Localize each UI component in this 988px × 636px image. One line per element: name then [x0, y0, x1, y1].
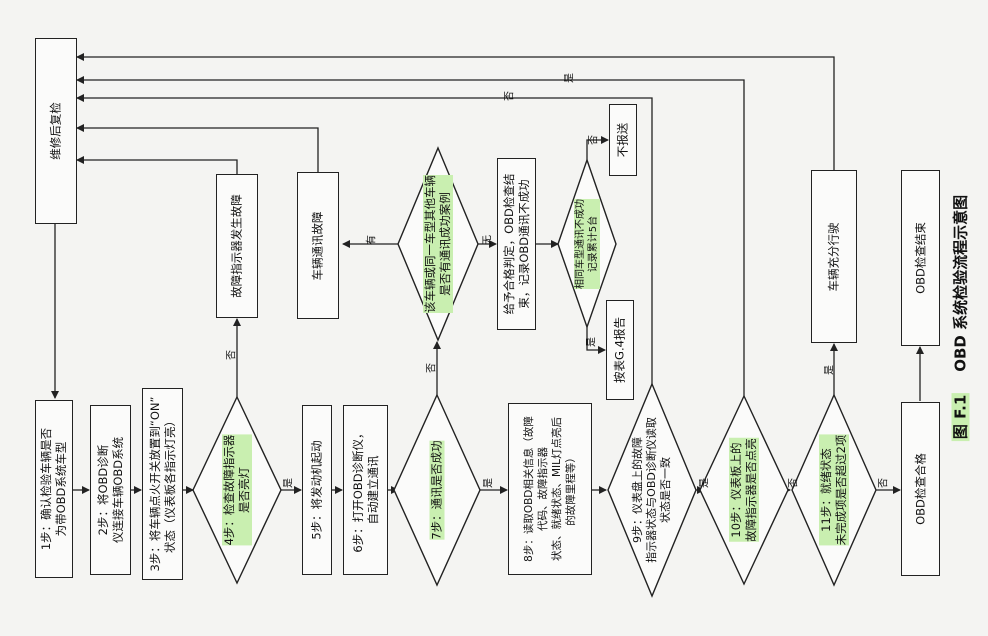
step8-line1: 8步：读取OBD相关信息（故障: [523, 416, 535, 562]
fully-run-label: 车辆充分行驶: [826, 222, 841, 291]
same-model-line2: 是否有通讯成功案例: [438, 175, 453, 313]
same-model-none-label: 无: [482, 235, 494, 245]
step10-text: 10步：仪表板上的 故障指示器是否点亮: [729, 438, 759, 542]
step11-yes-label: 是: [824, 365, 836, 375]
obd-pass-box: OBD检查合格: [901, 402, 940, 576]
step7-no-label: 否: [426, 363, 438, 373]
step8-box: 8步：读取OBD相关信息（故障 代码、故障指示器 状态、就绪状态、MIL灯点亮后…: [508, 403, 592, 575]
step4-text: 4步：检查故障指示器 是否亮灯: [222, 434, 252, 546]
step8-line4: 的故障里程等）: [565, 452, 577, 526]
step9-line2: 指示器状态与OBD诊断仪读取: [645, 417, 658, 563]
step9-line1: 9步：仪表盘上的故障: [631, 437, 644, 543]
fail-count-text: 相同车型通讯不成功 记录累计5台: [574, 199, 600, 289]
pass-record-line2: 束，记录OBD通讯不成功: [516, 179, 531, 309]
step9-text: 9步：仪表盘上的故障 指示器状态与OBD诊断仪读取 状态是否一致: [631, 417, 673, 563]
step9-line3: 状态是否一致: [659, 457, 672, 523]
obd-end-label: OBD检查结束: [913, 222, 927, 294]
pass-record-line1: 给予合格判定，OBD检查结: [501, 173, 516, 315]
step3-line1: 3步：将车辆点火开关放置到“ON”: [147, 396, 162, 572]
fail-count-line1: 相同车型通讯不成功: [574, 199, 587, 289]
step6-text: 6步：打开OBD诊断仪， 自动建立通讯: [351, 427, 381, 552]
step1-line2: 为带OBD系统车型: [54, 441, 68, 537]
step11-text: 11步：就绪状态 未完成项是否超过2项: [819, 434, 849, 546]
step6-line2: 自动建立通讯: [365, 455, 380, 525]
step6-box: 6步：打开OBD诊断仪， 自动建立通讯: [343, 405, 388, 575]
fail-count-yes-label: 是: [586, 337, 598, 347]
decision-step9-shape: [607, 382, 697, 598]
figure-caption: 图 F.1 OBD 系统检验流程示意图: [950, 194, 971, 442]
step11-line2: 未完成项是否超过2项: [834, 434, 849, 546]
report-g4-box: 按表G.4报告: [606, 300, 634, 400]
step10-line2: 故障指示器是否点亮: [744, 438, 759, 542]
step2-box: 2步：将OBD诊断 仪连接车辆OBD系统: [90, 405, 131, 575]
step4-line1: 4步：检查故障指示器: [222, 434, 237, 546]
step7-text: 7步：通讯是否成功: [429, 440, 445, 540]
step9-yes-label: 是: [699, 478, 711, 488]
same-model-text: 该车辆或同一车型其他车辆 是否有通讯成功案例: [423, 175, 453, 313]
fail-count-line2: 记录累计5台: [587, 199, 600, 289]
step10-no-label: 否: [788, 478, 800, 488]
comm-fault-box: 车辆通讯故障: [297, 172, 339, 319]
step5-box: 5步：将发动机起动: [302, 405, 332, 575]
step8-line3: 状态、就绪状态、MIL灯点亮后: [551, 416, 563, 562]
step3-text: 3步：将车辆点火开关放置到“ON” 状态（仪表板各指示灯亮）: [148, 397, 178, 572]
step8-line2: 代码、故障指示器: [537, 447, 549, 532]
step2-line1: 2步：将OBD诊断: [95, 444, 110, 536]
obd-end-box: OBD检查结束: [901, 170, 940, 346]
pass-record-box: 给予合格判定，OBD检查结 束，记录OBD通讯不成功: [497, 158, 536, 330]
report-g4-label: 按表G.4报告: [612, 317, 627, 383]
step11-no-label: 否: [878, 478, 890, 488]
step3-line2: 状态（仪表板各指示灯亮）: [162, 415, 177, 554]
figure-title: OBD 系统检验流程示意图: [951, 194, 970, 372]
step1-box: 1步：确认检验车辆是否 为带OBD系统车型: [35, 400, 73, 578]
comm-fault-label: 车辆通讯故障: [310, 211, 325, 280]
step2-text: 2步：将OBD诊断 仪连接车辆OBD系统: [96, 437, 126, 543]
same-model-have-label: 有: [366, 235, 378, 245]
figure-number: 图 F.1: [951, 392, 970, 442]
step1-text: 1步：确认检验车辆是否 为带OBD系统车型: [39, 428, 69, 550]
fully-run-box: 车辆充分行驶: [811, 170, 857, 343]
step8-text: 8步：读取OBD相关信息（故障 代码、故障指示器 状态、就绪状态、MIL灯点亮后…: [522, 416, 578, 562]
pass-record-text: 给予合格判定，OBD检查结 束，记录OBD通讯不成功: [502, 174, 532, 315]
step7-yes-label: 是: [483, 478, 495, 488]
step5-text: 5步：将发动机起动: [309, 440, 324, 540]
step7-line1: 7步：通讯是否成功: [429, 440, 445, 540]
step2-line2: 仪连接车辆OBD系统: [110, 436, 125, 544]
step1-line1: 1步：确认检验车辆是否: [39, 427, 53, 551]
step10-yes-label: 是: [564, 73, 576, 83]
obd-pass-label: OBD检查合格: [913, 453, 927, 525]
no-report-label: 不报送: [615, 122, 630, 158]
step9-no-label: 否: [504, 91, 516, 101]
step11-line1: 11步：就绪状态: [819, 434, 834, 546]
step4-no-label: 否: [226, 350, 238, 360]
no-report-box: 不报送: [609, 104, 637, 176]
mil-fault-label: 故障指示器发生故障: [229, 194, 244, 298]
step10-line1: 10步：仪表板上的: [729, 438, 744, 542]
repair-recheck-label: 维修后复检: [48, 102, 63, 160]
step4-line2: 是否亮灯: [237, 434, 252, 546]
fail-count-no-label: 否: [588, 135, 600, 145]
same-model-line1: 该车辆或同一车型其他车辆: [423, 175, 438, 313]
step4-yes-label: 是: [283, 478, 295, 488]
step6-line1: 6步：打开OBD诊断仪，: [350, 427, 365, 553]
mil-fault-box: 故障指示器发生故障: [216, 174, 258, 318]
step3-box: 3步：将车辆点火开关放置到“ON” 状态（仪表板各指示灯亮）: [142, 388, 183, 580]
repair-recheck-box: 维修后复检: [35, 38, 77, 224]
